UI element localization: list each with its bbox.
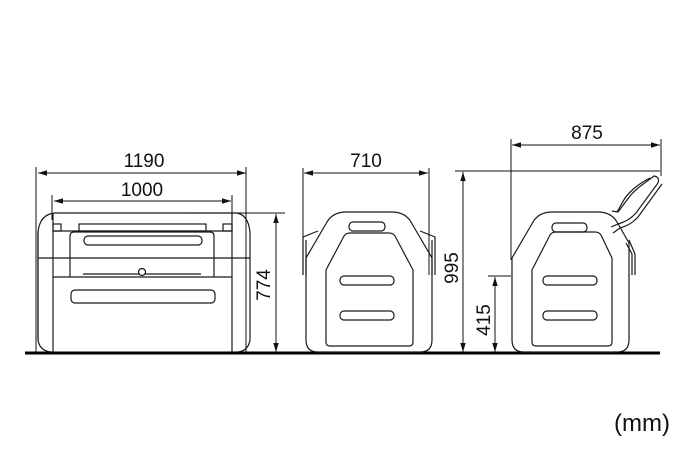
unit-label: (mm) <box>614 410 670 437</box>
handle-pivot-height-label: 415 <box>474 304 495 336</box>
front-height-label: 774 <box>254 269 275 301</box>
side-open-depth-label: 875 <box>571 123 603 144</box>
side-view-closed <box>302 211 436 353</box>
front-view <box>37 212 251 353</box>
side-height-label: 995 <box>442 252 463 284</box>
front-inner-width-label: 1000 <box>121 180 163 201</box>
side-open-dimensions <box>488 139 662 352</box>
front-dimensions <box>35 167 285 352</box>
side-closed-depth-label: 710 <box>350 151 382 172</box>
side-closed-dimensions <box>302 168 660 352</box>
front-overall-width-label: 1190 <box>124 151 165 172</box>
side-view-open <box>511 175 663 353</box>
